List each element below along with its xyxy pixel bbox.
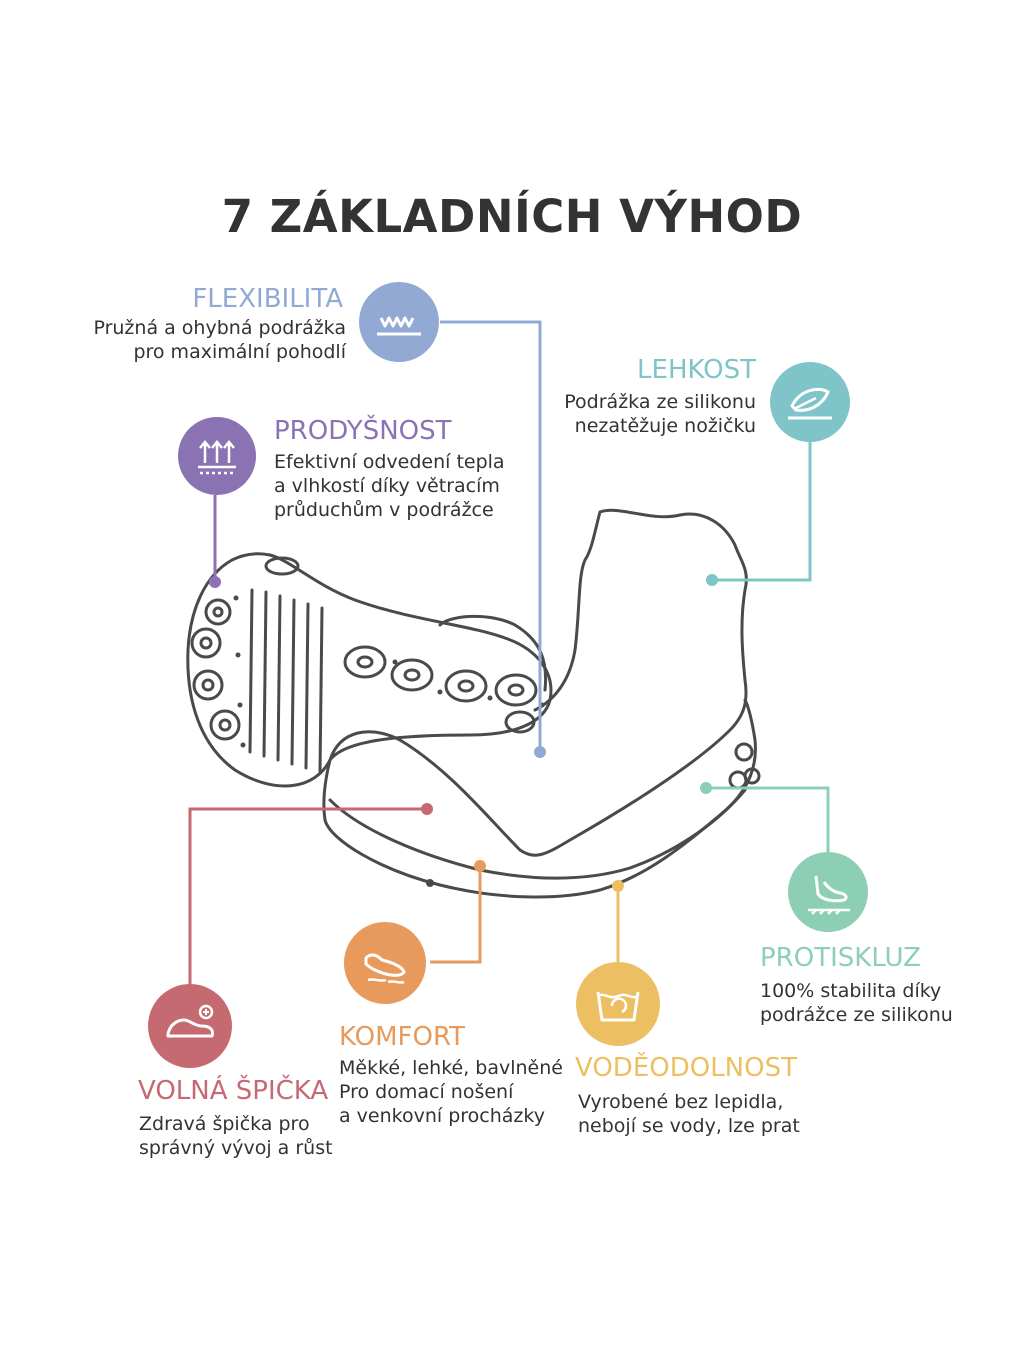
vodeodolnost-desc-line-1: Vyrobené bez lepidla, [578, 1091, 784, 1113]
protiskluz-desc-line-2: podrážce ze silikonu [760, 1004, 953, 1026]
sole-pads [190, 598, 538, 741]
prodysnost-badge [178, 417, 256, 495]
airflow-arrows-icon [198, 440, 236, 475]
prodysnost-desc-line-1: Efektivní odvedení tepla [274, 451, 505, 473]
prodysnost-desc: Efektivní odvedení tepla a vlhkostí díky… [274, 450, 505, 522]
foot-grip-icon [808, 875, 850, 915]
komfort-title: KOMFORT [339, 1022, 466, 1052]
lehkost-desc-line-2: nezatěžuje nožičku [574, 415, 756, 437]
wave-spring-icon [377, 316, 421, 336]
front-shoe-upper [322, 508, 748, 857]
protiskluz-connector [706, 786, 830, 852]
vodeodolnost-title: VODĚODOLNOST [575, 1053, 797, 1083]
front-shoe-outsole [323, 698, 757, 899]
vodeodolnost-desc: Vyrobené bez lepidla, nebojí se vody, lz… [578, 1090, 800, 1138]
flexibilita-title: FLEXIBILITA [192, 284, 343, 314]
vodeodolnost-badge [576, 962, 660, 1046]
flexibilita-connector [440, 320, 542, 752]
komfort-connector [430, 866, 482, 964]
protiskluz-title: PROTISKLUZ [760, 943, 921, 973]
lehkost-connector [712, 440, 812, 582]
volna-spicka-desc-line-2: správný vývoj a růst [139, 1137, 333, 1159]
lehkost-desc: Podrážka ze silikonu nezatěžuje nožičku [564, 390, 756, 438]
front-shoe-back [533, 510, 602, 712]
volna-spicka-title: VOLNÁ ŠPIČKA [138, 1076, 329, 1106]
komfort-desc-line-3: a venkovní procházky [339, 1105, 545, 1127]
lehkost-title: LEHKOST [637, 355, 756, 385]
komfort-desc: Měkké, lehké, bavlněné Pro domací nošení… [339, 1056, 563, 1128]
protiskluz-desc-line-1: 100% stabilita díky [760, 980, 942, 1002]
komfort-badge [344, 922, 426, 1004]
prodysnost-title: PRODYŠNOST [274, 416, 452, 446]
vent-dots [233, 595, 545, 748]
prodysnost-desc-line-3: průduchům v podrážce [274, 499, 494, 521]
lehkost-desc-line-1: Podrážka ze silikonu [564, 391, 756, 413]
volna-spicka-desc-line-1: Zdravá špička pro [139, 1113, 310, 1135]
front-shoe-midsole [328, 788, 747, 880]
volna-spicka-badge [148, 984, 232, 1068]
flexibilita-desc-line-1: Pružná a ohybná podrážka [93, 317, 346, 339]
sole-grooves [248, 588, 324, 774]
toe-room-icon [166, 1004, 214, 1038]
volna-spicka-desc: Zdravá špička pro správný vývoj a růst [139, 1112, 333, 1160]
vodeodolnost-desc-line-2: nebojí se vody, lze prat [578, 1115, 800, 1137]
lehkost-badge [770, 362, 850, 442]
heel-tab [264, 556, 300, 576]
page-title: 7 ZÁKLADNÍCH VÝHOD [221, 190, 803, 243]
soft-shoe-icon [364, 953, 406, 984]
back-shoe-collar [438, 614, 548, 692]
komfort-desc-line-2: Pro domací nošení [339, 1081, 514, 1103]
flexibilita-desc: Pružná a ohybná podrážka pro maximální p… [93, 316, 346, 364]
volna-spicka-connector [188, 807, 427, 985]
komfort-desc-line-1: Měkké, lehké, bavlněné [339, 1057, 563, 1079]
protiskluz-desc: 100% stabilita díky podrážce ze silikonu [760, 979, 953, 1027]
prodysnost-desc-line-2: a vlhkostí díky větracím [274, 475, 500, 497]
flexibilita-desc-line-2: pro maximální pohodlí [133, 341, 346, 363]
flexibilita-badge [359, 282, 439, 362]
protiskluz-badge [788, 852, 868, 932]
washing-icon [596, 991, 640, 1022]
back-shoe-sole [186, 552, 553, 788]
feather-icon [788, 387, 832, 420]
